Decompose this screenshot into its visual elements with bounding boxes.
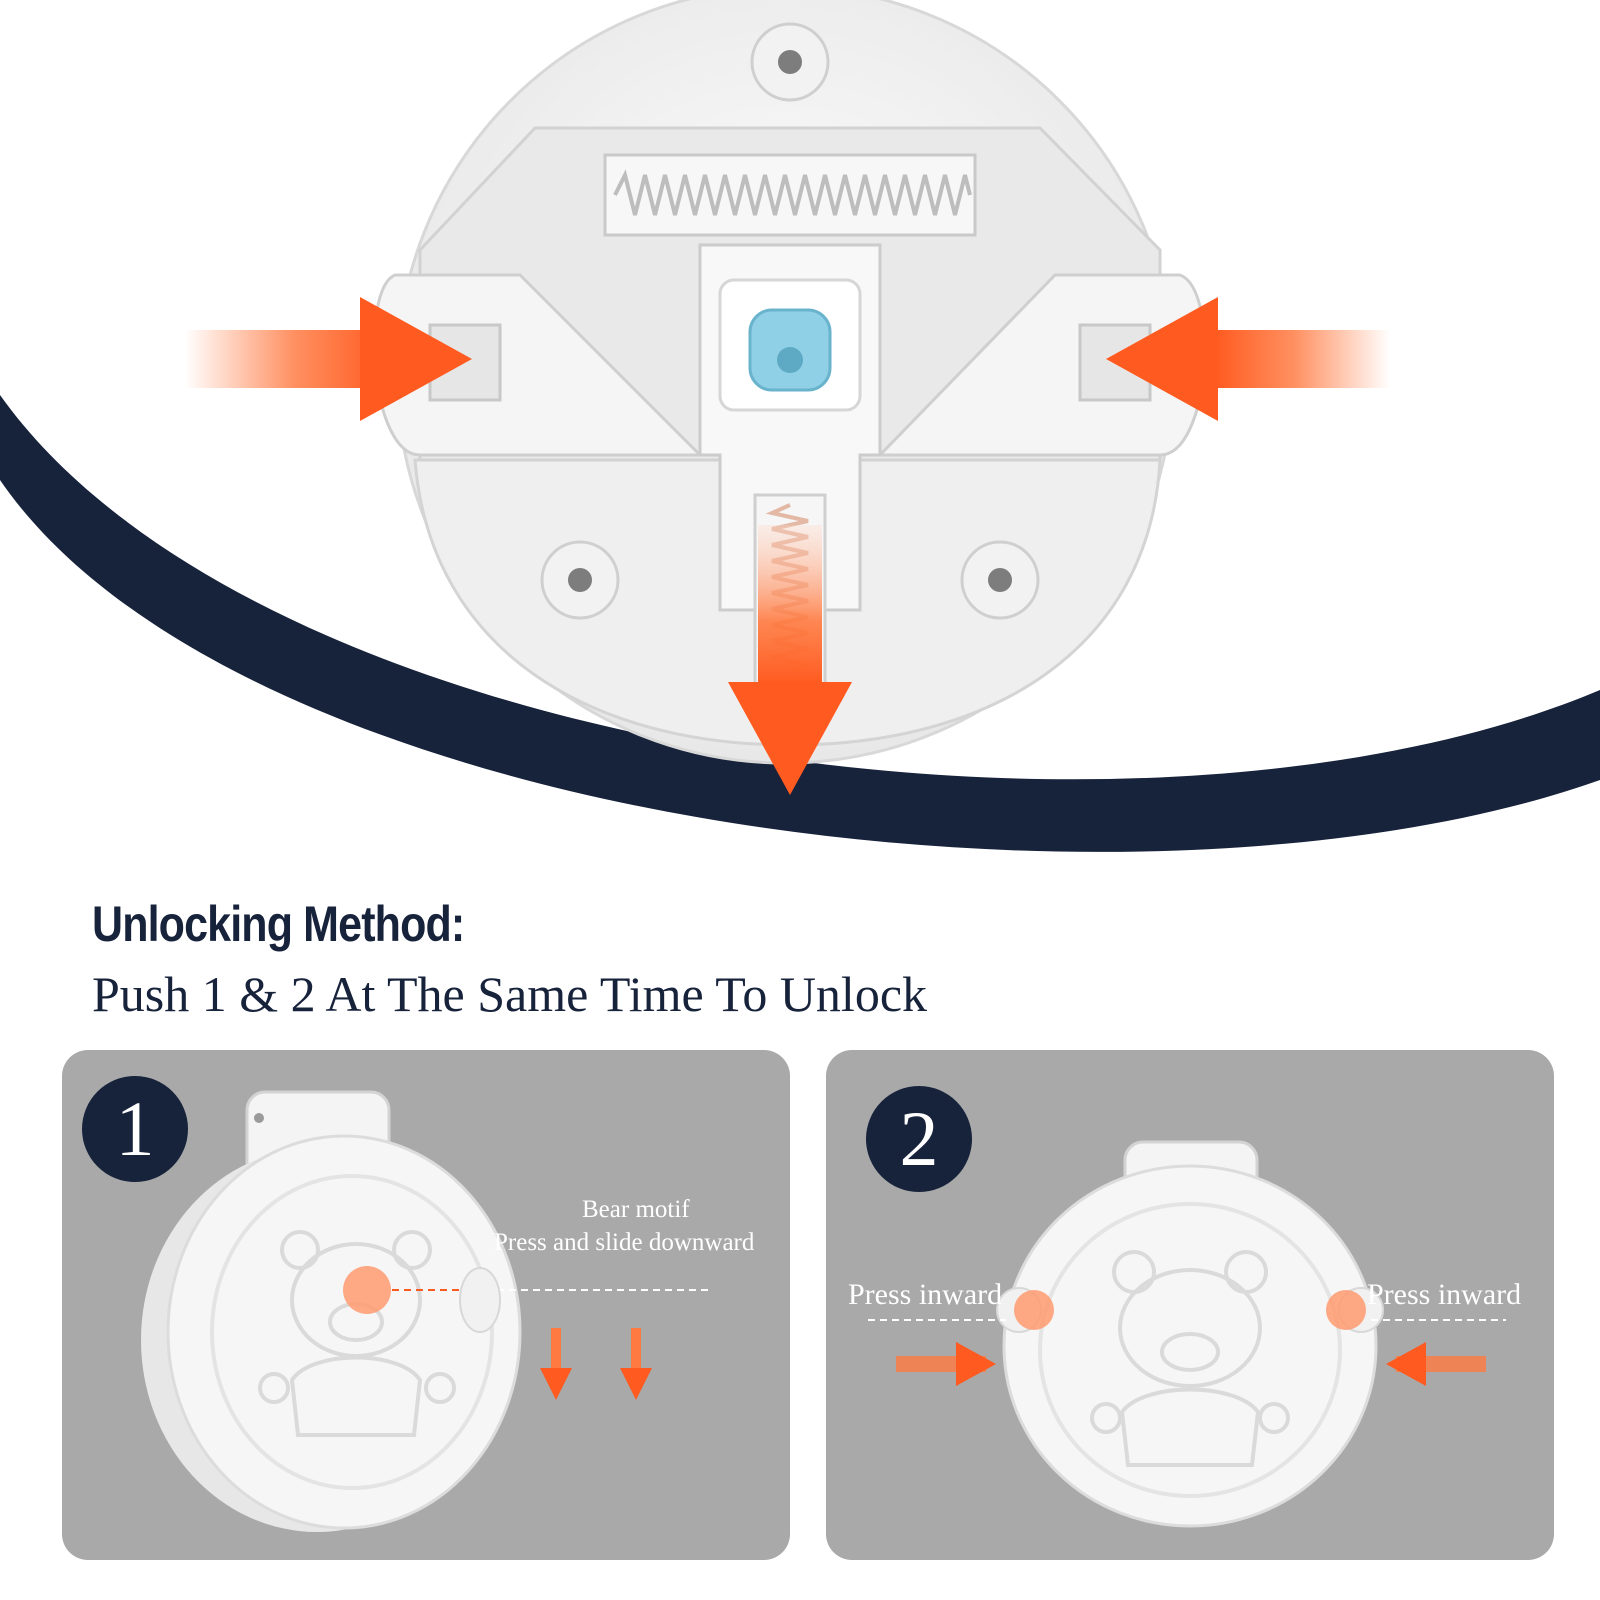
press-point [343, 1266, 391, 1314]
horizontal-spring [613, 169, 972, 216]
step-1-illustration [141, 1090, 712, 1532]
bear-motif [258, 1230, 456, 1437]
right-push-arrow [1106, 297, 1390, 421]
left-pointing-arrow-icon [1386, 1342, 1486, 1386]
step-1-caption-title: Bear motif [582, 1196, 690, 1223]
step-2-left-label: Press inward [848, 1278, 1003, 1311]
navy-swoosh [0, 395, 1600, 852]
step-2-right-label: Press inward [1367, 1278, 1522, 1311]
step-2-panel: 2 Press inward Press inward [826, 1050, 1554, 1560]
down-arrow-icon-a [540, 1328, 572, 1400]
step-2-illustration [868, 1140, 1506, 1528]
subheading: Push 1 & 2 At The Same Time To Unlock [92, 966, 928, 1022]
right-press-point [1326, 1290, 1366, 1330]
down-arrow-icon-b [620, 1328, 652, 1400]
left-press-point [1014, 1290, 1054, 1330]
left-push-arrow [185, 297, 472, 421]
heading: Unlocking Method: [92, 896, 465, 952]
step-1-panel: 1 Bear motif Press and slide downward [62, 1050, 790, 1560]
step-2-badge: 2 [866, 1086, 972, 1192]
bear-motif [1090, 1250, 1290, 1467]
step-1-caption-instruction: Press and slide downward [494, 1229, 755, 1256]
lock-mechanism-illustration [0, 0, 1600, 852]
right-pointing-arrow-icon [896, 1342, 996, 1386]
step-1-badge: 1 [82, 1076, 188, 1182]
down-slide-arrow [728, 525, 852, 795]
